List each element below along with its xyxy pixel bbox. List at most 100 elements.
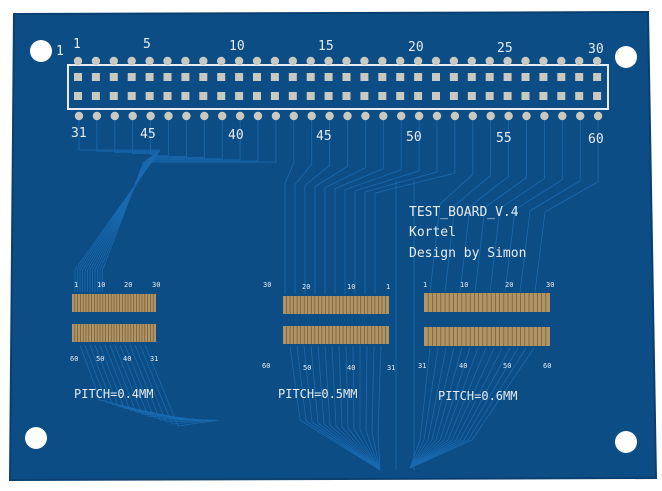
header-pad-square — [288, 73, 297, 81]
header-outline — [67, 64, 609, 110]
pcb-trace — [474, 120, 527, 293]
header-via-bottom — [200, 111, 209, 121]
header-pad-square — [109, 73, 118, 81]
header-pad-square — [199, 73, 208, 81]
pcb-trace — [310, 345, 381, 471]
footprint-number: 20 — [505, 281, 513, 289]
header-pad-square — [342, 73, 351, 81]
pcb-trace — [289, 345, 381, 471]
header-pad-square — [503, 92, 512, 100]
header-via-bottom — [414, 111, 424, 121]
header-via-bottom — [92, 111, 102, 121]
header-pad-square — [74, 73, 82, 81]
pcb-trace — [338, 345, 381, 471]
header-pad-square — [449, 92, 458, 100]
pcb-trace — [102, 120, 277, 292]
header-via-bottom — [271, 111, 281, 121]
header-pad-array — [73, 56, 603, 121]
pcb-trace — [331, 345, 381, 471]
pcb-trace — [377, 345, 382, 471]
header-pad-square — [342, 92, 351, 100]
pcb-trace — [294, 120, 313, 294]
pcb-trace — [97, 120, 241, 292]
pcb-trace — [303, 345, 381, 471]
fpc-pad-fingers — [286, 296, 386, 344]
header-pad-square — [163, 73, 172, 81]
header-pad-square — [306, 92, 315, 100]
header-pad-square — [145, 92, 154, 100]
header-pad-square — [270, 92, 279, 100]
pitch-label: PITCH=0.4MM — [74, 387, 153, 401]
header-via-bottom — [164, 111, 173, 121]
header-top-number: 20 — [408, 40, 424, 55]
header-via-top — [109, 56, 119, 66]
header-via-top — [413, 56, 423, 66]
header-via-top — [234, 56, 244, 66]
pcb-trace — [409, 347, 479, 469]
pcb-trace — [374, 120, 456, 294]
pcb-trace — [504, 120, 563, 293]
pcb-trace — [365, 345, 381, 471]
header-top-numbers: 1 1 5 10 15 20 25 30 — [56, 37, 604, 59]
footprint-number: 30 — [152, 281, 160, 289]
header-via-bottom — [235, 111, 245, 121]
pcb-trace — [144, 344, 220, 427]
header-pad-square — [414, 92, 423, 100]
footprint-number: 1 — [386, 283, 390, 291]
header-via-bottom — [432, 111, 442, 121]
header-pad-square — [503, 73, 512, 81]
header-via-top — [557, 56, 566, 66]
header-via-top — [449, 56, 459, 66]
board-title: TEST_BOARD_V.4 — [409, 205, 519, 220]
header-via-bottom — [576, 111, 585, 121]
footprint-number: 20 — [124, 281, 132, 289]
fpc-pad-fingers — [74, 294, 154, 342]
header-via-bottom — [74, 111, 84, 121]
header-pad-square — [593, 92, 602, 100]
header-pad-square — [432, 73, 440, 81]
pcb-trace — [129, 344, 210, 421]
pcb-trace — [459, 120, 509, 293]
header-pad-square — [217, 73, 226, 81]
header-bottom-number: 31 — [71, 126, 87, 141]
header-via-top — [431, 56, 441, 66]
pcb-trace — [352, 345, 381, 471]
header-pad-square — [432, 92, 440, 100]
fpc-pad-fingers — [427, 293, 547, 346]
pcb-trace — [344, 120, 402, 294]
footprint-number: 1 — [74, 281, 78, 289]
header-pad-square — [324, 92, 333, 100]
header-pad-square — [396, 73, 405, 81]
header-corner-label: 1 — [56, 44, 64, 59]
header-via-bottom — [522, 111, 531, 121]
header-pad-square — [467, 73, 476, 81]
pcb-trace — [99, 120, 259, 292]
pcb-trace — [139, 344, 217, 425]
pcb-trace — [409, 347, 519, 469]
header-pad-square — [324, 73, 333, 81]
fpc-footprint-0-6mm: 1 10 20 30 31 40 50 60 PITCH=0.6MM — [418, 281, 554, 403]
pcb-trace — [409, 347, 471, 469]
pcb-trace — [409, 347, 455, 469]
header-pad-square — [557, 73, 566, 81]
footprint-number: 40 — [123, 355, 131, 363]
header-top-number: 1 — [73, 37, 81, 52]
header-pad-square — [109, 92, 118, 100]
pcb-trace — [296, 345, 381, 471]
footprint-number: 60 — [262, 362, 270, 370]
header-pad-square — [414, 73, 423, 81]
header-pad-square — [235, 73, 244, 81]
header-via-top — [503, 56, 512, 66]
header-pad-square — [74, 92, 82, 100]
header-bottom-numbers: 31 45 40 45 50 55 60 — [71, 126, 604, 147]
pcb-trace — [534, 120, 599, 293]
header-pad-square — [360, 92, 369, 100]
header-via-bottom — [450, 111, 460, 121]
pcb-trace — [409, 347, 447, 469]
pcb-trace — [409, 347, 463, 469]
pcb-trace — [364, 120, 438, 294]
board-designer: Design by Simon — [409, 246, 526, 261]
header-pad-square — [557, 92, 566, 100]
pcb-trace — [444, 120, 492, 293]
